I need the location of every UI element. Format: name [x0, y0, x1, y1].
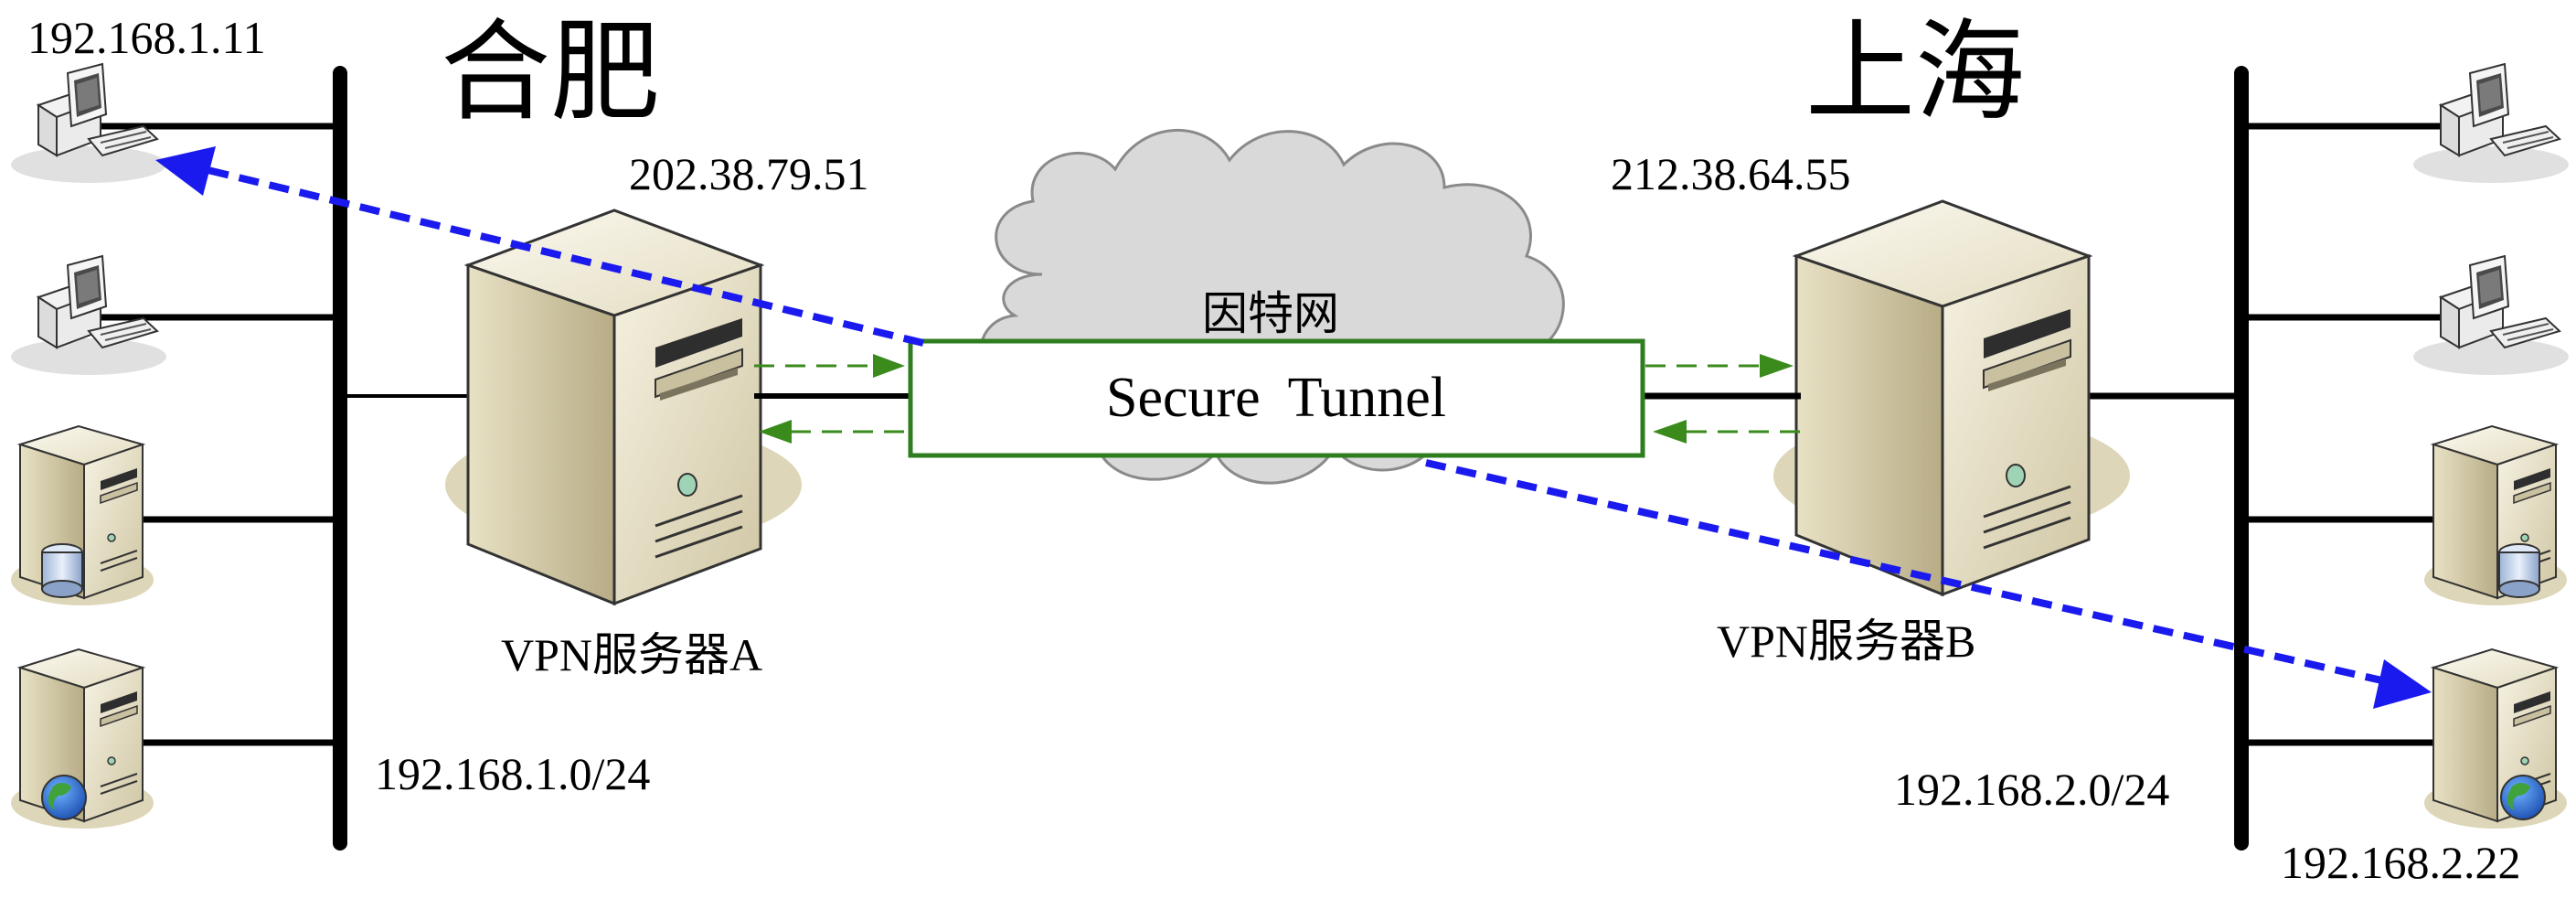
right-vpn-server-icon — [1772, 199, 2132, 596]
data-path-arrows — [155, 146, 2432, 709]
left-lan — [10, 63, 804, 851]
right-public-ip: 212.38.64.55 — [1611, 148, 1851, 199]
right-subnet: 192.168.2.0/24 — [1894, 764, 2169, 815]
internet-label: 因特网 — [1202, 288, 1339, 339]
right-host-ip: 192.168.2.22 — [2281, 837, 2521, 888]
right-lan — [1772, 63, 2570, 851]
right-city-label: 上海 — [1805, 12, 2025, 134]
left-database-server-icon — [10, 425, 154, 606]
left-web-server-icon — [10, 648, 154, 829]
right-database-server-icon — [2423, 425, 2568, 606]
left-public-ip: 202.38.79.51 — [629, 148, 869, 199]
left-host-ip: 192.168.1.11 — [27, 12, 266, 63]
left-city-label: 合肥 — [441, 12, 660, 134]
left-server-label: VPN服务器A — [501, 629, 762, 680]
tunnel-traffic-arrows — [754, 354, 1805, 444]
left-vpn-server-icon — [443, 209, 804, 605]
right-server-label: VPN服务器B — [1717, 615, 1975, 667]
secure-tunnel-box — [908, 338, 1645, 458]
right-web-server-icon — [2423, 648, 2568, 829]
left-subnet: 192.168.1.0/24 — [375, 748, 650, 799]
secure-tunnel-label: Secure Tunnel — [1106, 367, 1446, 429]
